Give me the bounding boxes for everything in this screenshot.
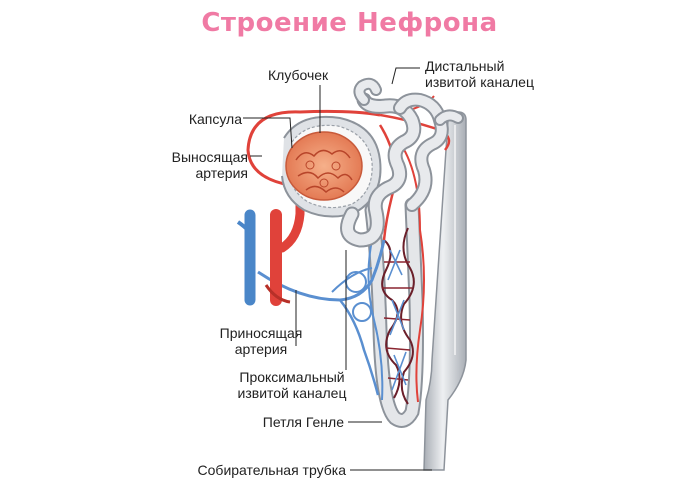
vein [236,209,386,396]
label-loop-henle: Петля Генле [262,414,344,430]
collecting-duct [423,111,467,471]
glomerulus [285,131,363,201]
leader-lines [243,67,432,471]
label-distal-line1: Дистальный [425,58,505,74]
label-efferent-line1: Выносящая [171,149,248,165]
label-distal-line2: извитой каналец [425,74,534,90]
label-afferent-line1: Приносящая [219,325,303,341]
label-collecting-duct: Собирательная трубка [197,462,346,478]
page-title: Строение Нефрона [201,8,498,38]
loop-of-henle [364,197,424,428]
label-proximal-line1: Проксимальный [239,369,345,385]
label-proximal-line2: извитой каналец [237,385,347,401]
label-glomerulus: Клубочек [268,67,329,83]
capillary-network [367,227,425,405]
label-capsule: Капсула [188,111,242,127]
distal-tubule [393,92,464,212]
label-efferent-line2: артерия [195,165,249,181]
label-afferent-line2: артерия [234,341,288,357]
